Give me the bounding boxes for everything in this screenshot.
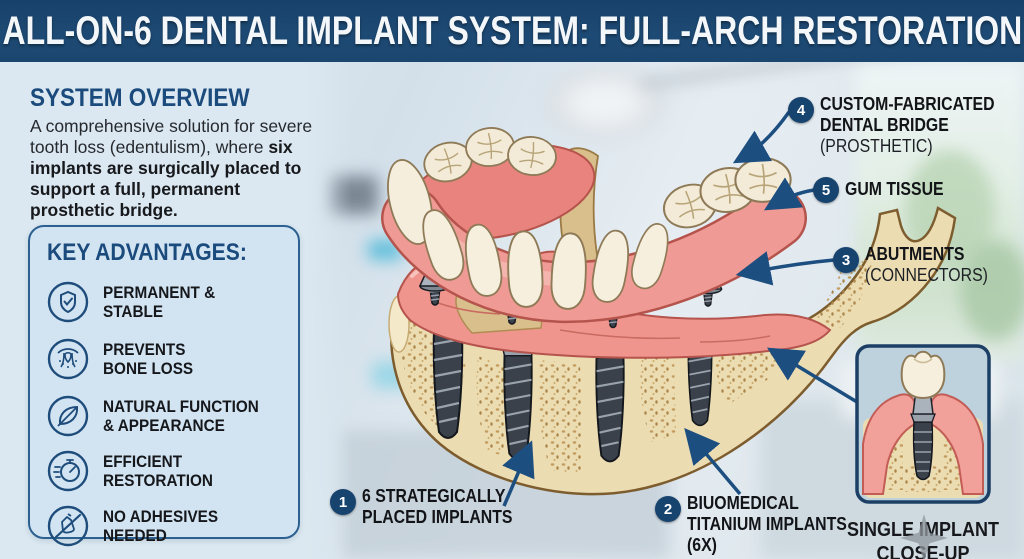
arrow-from-inset-to-bone	[767, 347, 858, 404]
inset-gum-left	[862, 393, 916, 495]
key-advantages-heading: KEY ADVANTAGES:	[47, 239, 247, 266]
overview-text-bold: six implants are surgically placed to su…	[30, 137, 302, 220]
bone-loss-icon	[47, 338, 89, 380]
overview-text-normal: A comprehensive solution for severe toot…	[30, 116, 313, 157]
title-bar: ALL-ON-6 DENTAL IMPLANT SYSTEM: FULL-ARC…	[0, 0, 1024, 62]
advantage-natural-function: NATURAL FUNCTION& APPEARANCE	[46, 394, 276, 438]
inset-crown	[900, 350, 946, 400]
arrow-to-titanium-implant	[684, 427, 742, 496]
full-arch-bridge	[381, 124, 807, 324]
single-implant-inset	[855, 344, 991, 504]
callout-implants-placement: 6 STRATEGICALLY PLACED IMPLANTS	[362, 486, 513, 527]
callout-number-4: 4	[788, 97, 814, 123]
inset-gum-right	[930, 393, 984, 495]
window-foliage	[960, 240, 1024, 340]
advantage-label: NATURAL FUNCTION& APPEARANCE	[103, 397, 259, 435]
callout-dental-bridge: CUSTOM-FABRICATED DENTAL BRIDGE (PROSTHE…	[820, 94, 995, 156]
system-overview-heading: SYSTEM OVERVIEW	[30, 84, 250, 112]
callout-number-2: 2	[655, 496, 681, 522]
callout-abutments: ABUTMENTS (CONNECTORS)	[865, 244, 988, 285]
callout-titanium-implants: BIUOMEDICAL TITANIUM IMPLANTS (6X)	[687, 493, 847, 555]
trabecular-bone-texture	[399, 252, 872, 474]
callout-number-3: 3	[833, 247, 859, 273]
arrow-to-implant-site	[502, 440, 535, 507]
inset-implant	[912, 421, 934, 481]
advantage-permanent-stable: PERMANENT &STABLE	[46, 280, 228, 324]
sparkle-watermark-icon	[900, 514, 948, 559]
left-panel: SYSTEM OVERVIEW A comprehensive solution…	[0, 62, 352, 559]
arrow-to-bridge	[732, 110, 791, 164]
leaf-icon	[47, 395, 89, 437]
arrow-to-abutment	[735, 251, 835, 286]
arrow-to-gum	[763, 177, 815, 211]
key-advantages-box: KEY ADVANTAGES: PERMANENT &STABLE	[28, 225, 300, 547]
page-title: ALL-ON-6 DENTAL IMPLANT SYSTEM: FULL-ARC…	[2, 8, 1022, 53]
advantage-label: PERMANENT &STABLE	[103, 283, 216, 321]
callout-arrows	[502, 110, 858, 507]
callout-number-1: 1	[330, 489, 356, 515]
system-overview-body: A comprehensive solution for severe toot…	[30, 116, 322, 221]
bridge-teeth	[387, 124, 793, 311]
stopwatch-icon	[47, 450, 89, 492]
callout-gum-tissue: GUM TISSUE	[845, 179, 944, 199]
callout-number-5: 5	[813, 177, 839, 203]
shield-check-icon	[47, 281, 89, 323]
no-adhesives-icon	[47, 505, 89, 547]
